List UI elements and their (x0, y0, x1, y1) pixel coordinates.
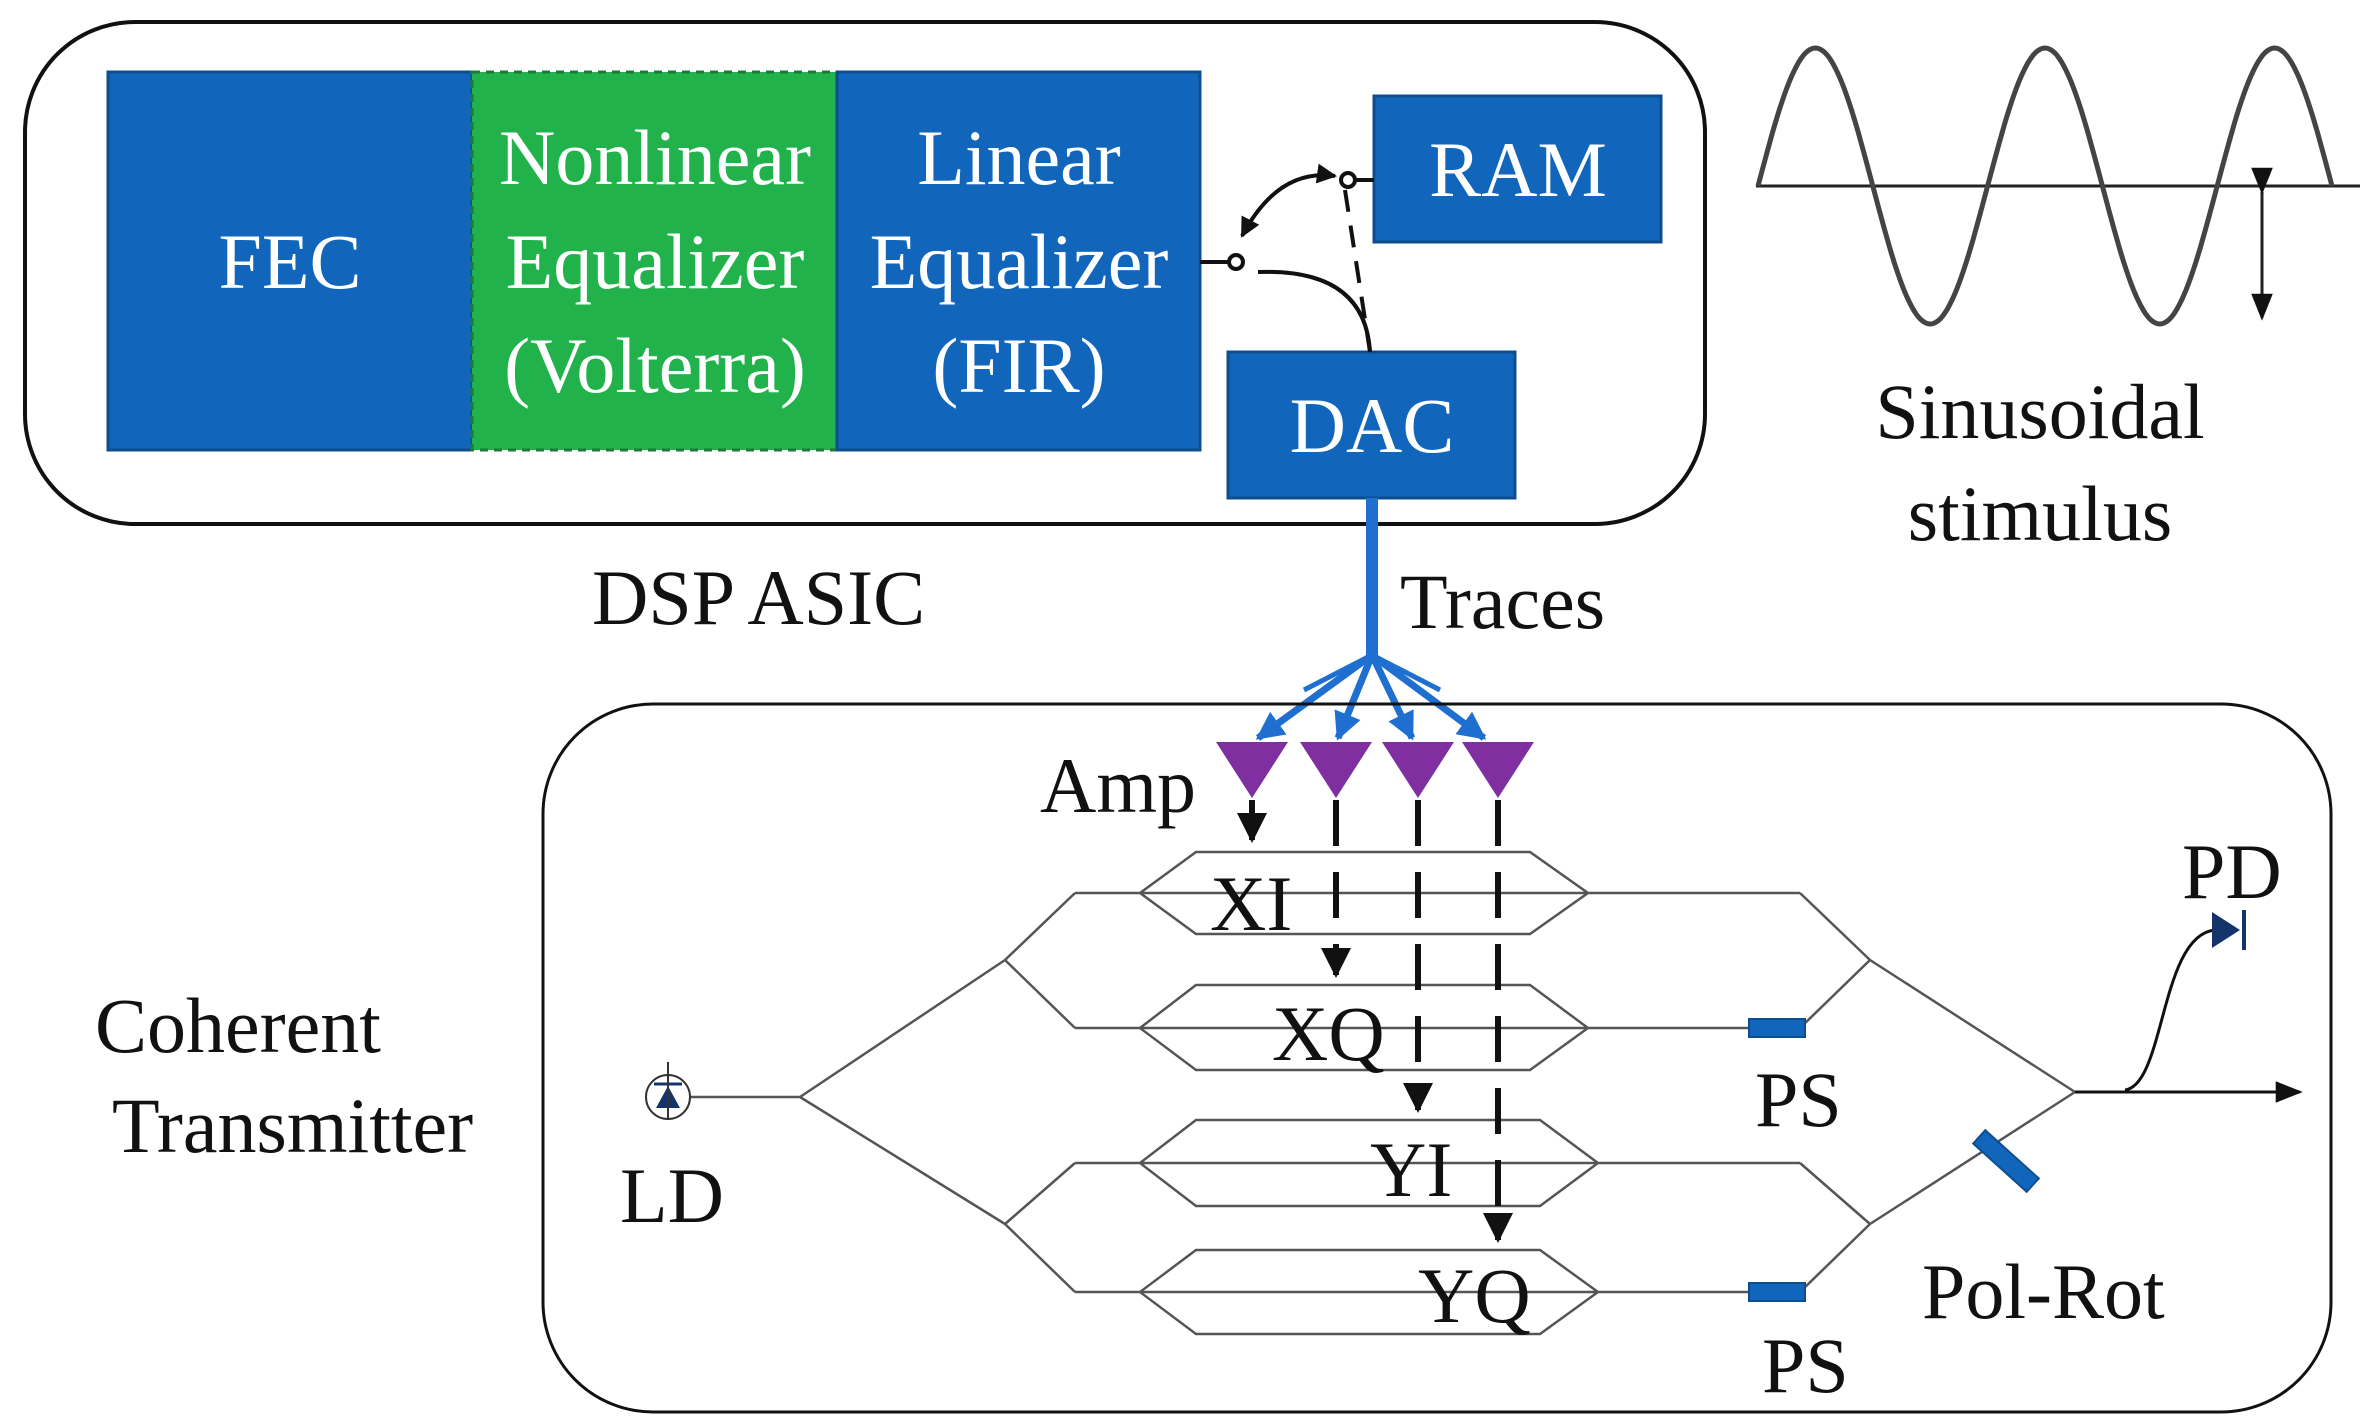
electrical-traces (1255, 498, 1487, 741)
amplifier-4 (1462, 742, 1534, 798)
xq-modulator (1075, 983, 1742, 1072)
ram-block: RAM (1372, 94, 1663, 244)
nonlinear-equalizer-line2: Equalizer (506, 218, 805, 305)
modulator-label-xq: XQ (1272, 990, 1385, 1077)
ld-label: LD (620, 1152, 724, 1239)
dsp-asic-label: DSP ASIC (592, 554, 925, 641)
fec-label: FEC (218, 218, 361, 305)
drive-signals (1237, 800, 1513, 1243)
pd-tap (2124, 910, 2246, 1092)
amplifier-1 (1216, 742, 1288, 798)
yq-modulator (1075, 1248, 1742, 1336)
traces-label: Traces (1400, 558, 1605, 645)
sine-wave-icon (1755, 45, 2360, 327)
transmitter-label-line1: Coherent (95, 982, 381, 1069)
linear-equalizer-line3: (FIR) (932, 322, 1105, 409)
modulator-label-yq: YQ (1418, 1252, 1531, 1339)
linear-equalizer-line2: Equalizer (870, 218, 1169, 305)
signal-switch (1200, 163, 1374, 353)
modulator-label-yi: YI (1370, 1126, 1452, 1213)
pol-rot-label: Pol-Rot (1922, 1248, 2165, 1335)
modulator-label-xi: XI (1210, 860, 1292, 947)
dac-block: DAC (1226, 350, 1517, 500)
dsp-asic-group: FEC Nonlinear Equalizer (Volterra) Linea… (23, 20, 1707, 641)
y-pol-combiner (1742, 1162, 1871, 1294)
polarization-rotator-icon (1971, 1128, 2041, 1194)
amplifier-2 (1300, 742, 1372, 798)
xi-modulator (1075, 850, 1800, 936)
phase-shifter-bottom-icon (1748, 1282, 1806, 1302)
amp-label: Amp (1040, 742, 1196, 829)
pd-label: PD (2182, 828, 2282, 915)
x-pol-combiner (1742, 892, 1871, 1030)
fec-block: FEC (106, 70, 474, 452)
ram-label: RAM (1429, 126, 1607, 213)
photodiode-icon (2212, 912, 2240, 948)
dac-label: DAC (1290, 382, 1455, 469)
stimulus-label-line1: Sinusoidal (1875, 368, 2204, 455)
phase-shifter-top-icon (1748, 1018, 1806, 1038)
stimulus-label-line2: stimulus (1908, 470, 2172, 557)
nonlinear-equalizer-block: Nonlinear Equalizer (Volterra) (470, 70, 839, 452)
coherent-transmitter-group: Coherent Transmitter Amp (95, 702, 2333, 1414)
outer-splitter (799, 958, 1006, 1226)
amplifier-array (1216, 742, 1534, 798)
y-pol-splitter (1004, 1162, 1076, 1293)
nonlinear-equalizer-line1: Nonlinear (499, 114, 811, 201)
ps-top-label: PS (1755, 1056, 1842, 1143)
dsp-asic-outline (23, 20, 1707, 526)
nonlinear-equalizer-line3: (Volterra) (504, 322, 806, 409)
transmitter-label-line2: Transmitter (112, 1082, 473, 1169)
output-combiner (1869, 958, 2076, 1226)
x-pol-splitter (1004, 892, 1076, 1029)
optical-waveguides (688, 850, 2076, 1336)
yi-modulator (1075, 1118, 1800, 1208)
ps-bottom-label: PS (1762, 1322, 1849, 1409)
linear-equalizer-line1: Linear (917, 114, 1121, 201)
amplifier-3 (1382, 742, 1454, 798)
transmitter-outline (541, 702, 2333, 1414)
linear-equalizer-block: Linear Equalizer (FIR) (835, 70, 1202, 452)
laser-diode-icon (645, 1062, 691, 1120)
